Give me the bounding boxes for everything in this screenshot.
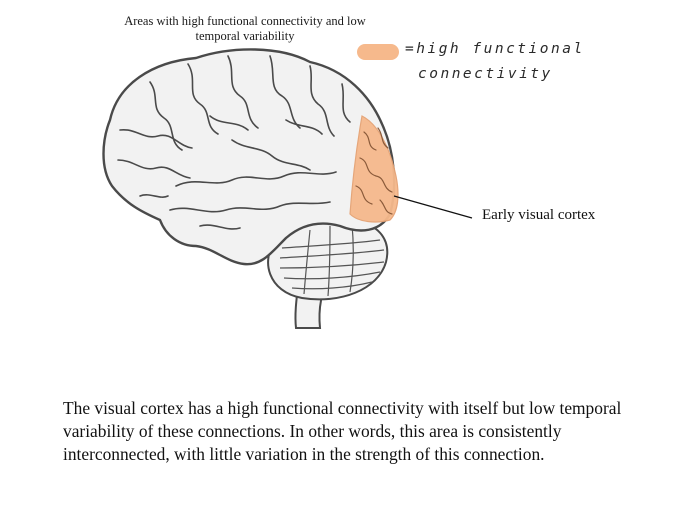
- legend-text-line-2: connectivity: [418, 66, 553, 82]
- title-line-1: Areas with high functional connectivity …: [124, 14, 366, 28]
- visual-cortex-folds: [355, 127, 393, 215]
- cerebrum: [102, 48, 396, 266]
- early-visual-cortex-highlight: [349, 115, 399, 223]
- legend-text-line-1: =high functional: [405, 41, 585, 57]
- brain-folds: [117, 55, 351, 230]
- legend-swatch: [357, 44, 399, 60]
- diagram-title: Areas with high functional connectivity …: [100, 14, 390, 44]
- callout-line: [393, 195, 473, 219]
- caption-paragraph: The visual cortex has a high functional …: [63, 398, 622, 464]
- early-visual-cortex-label: Early visual cortex: [482, 207, 596, 223]
- title-line-2: temporal variability: [195, 29, 295, 43]
- cerebellum: [267, 218, 389, 301]
